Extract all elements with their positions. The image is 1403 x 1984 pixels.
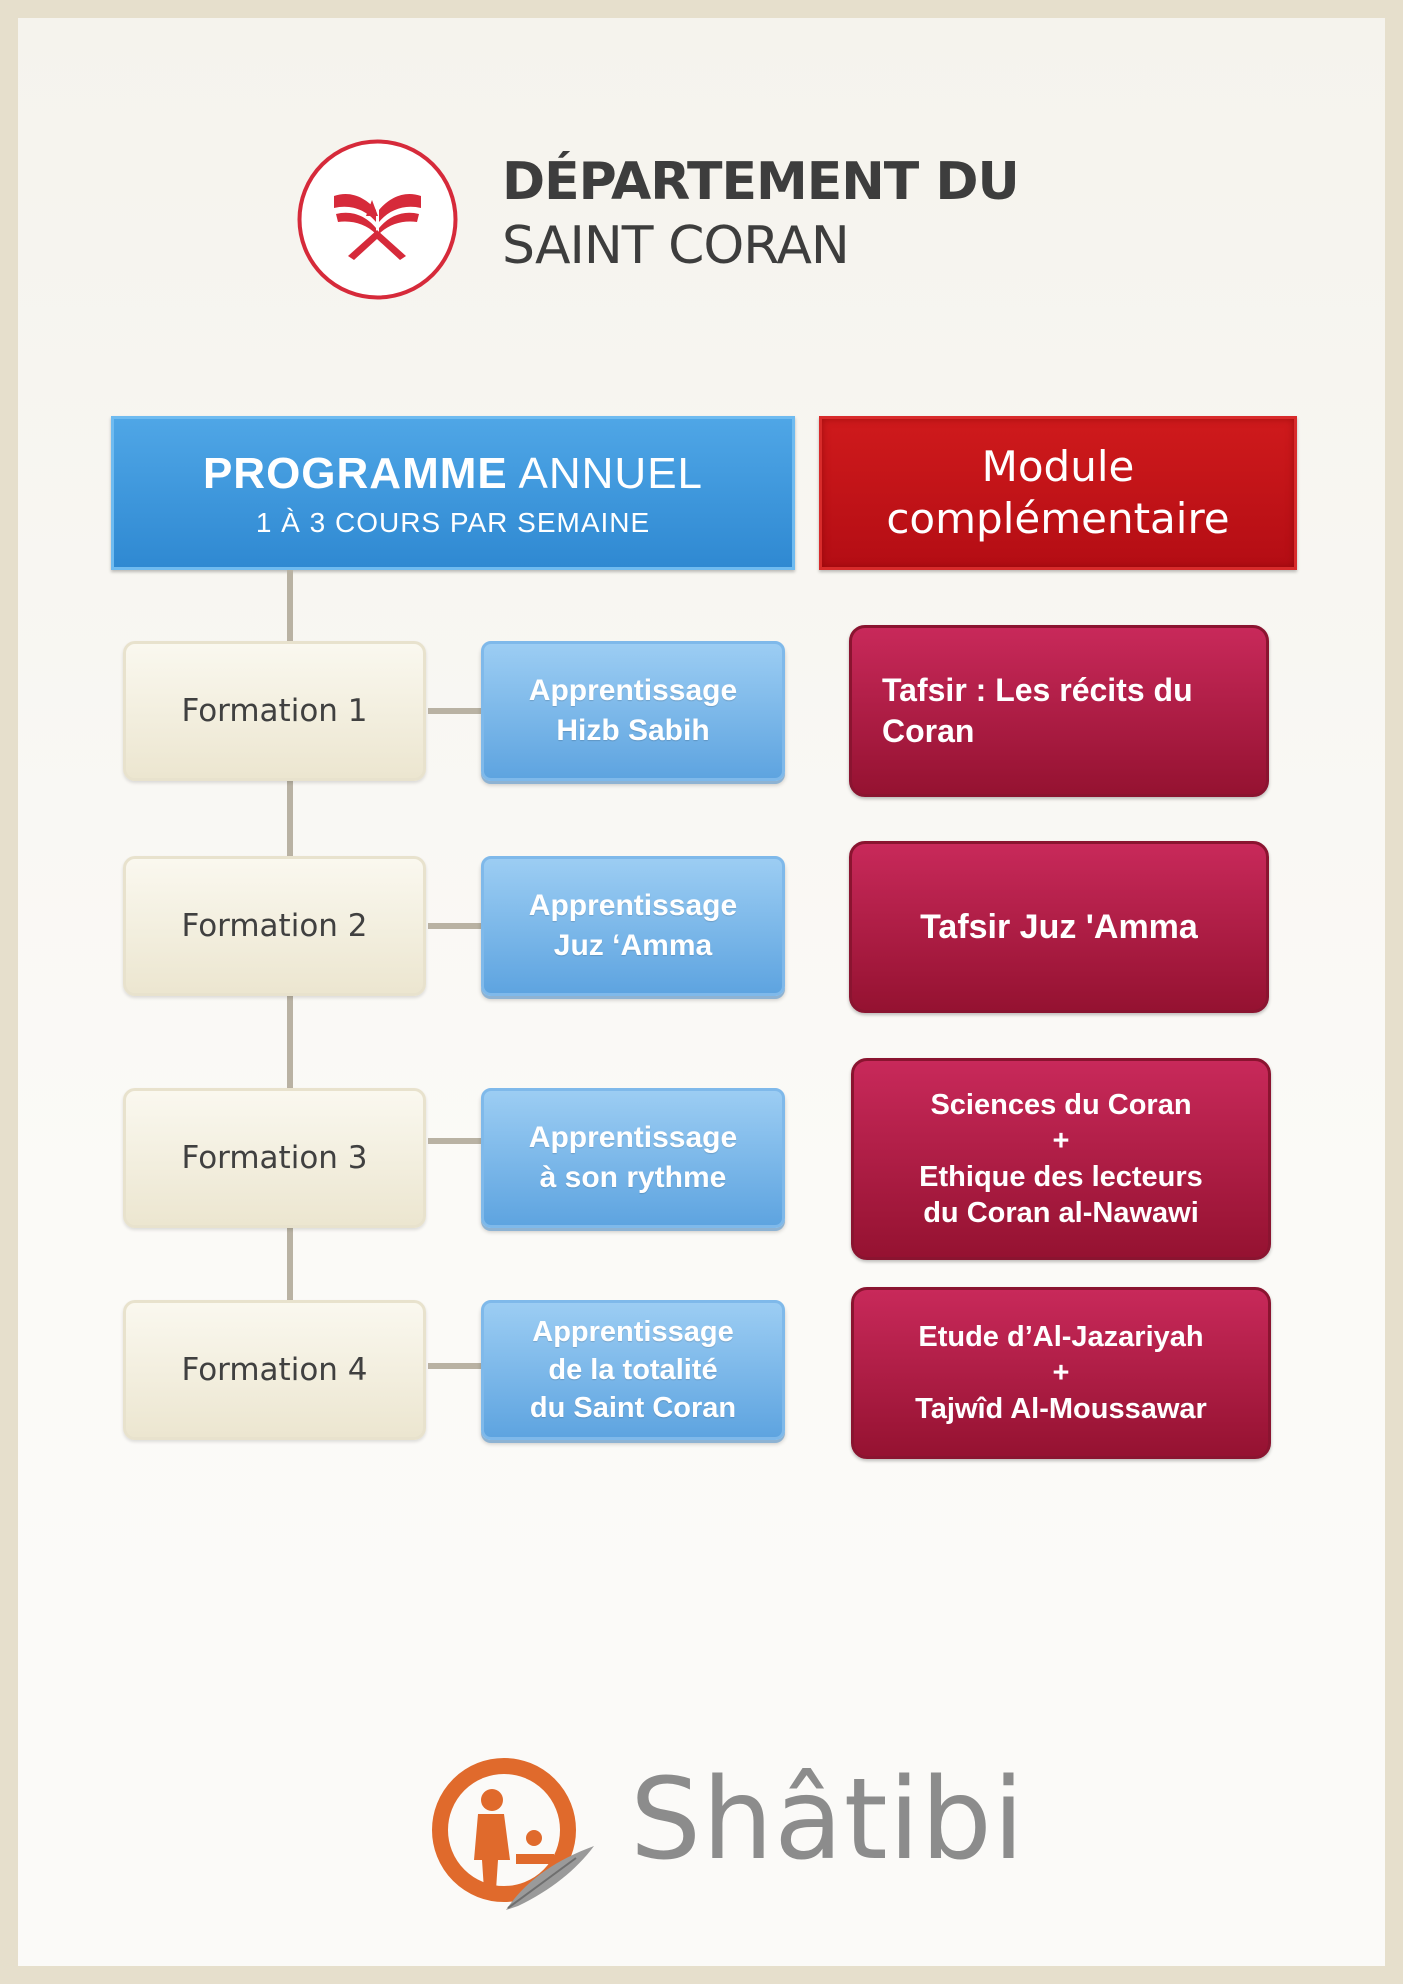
quran-book-icon bbox=[296, 138, 459, 301]
shatibi-logo-icon bbox=[426, 1750, 606, 1920]
programme-title-light: ANNUEL bbox=[518, 449, 704, 498]
page-title: DÉPARTEMENT DU SAINT CORAN bbox=[502, 150, 1122, 278]
learning-1-box: Apprentissage Hizb Sabih bbox=[481, 641, 785, 781]
title-line-2: SAINT CORAN bbox=[502, 216, 850, 276]
formation-4-box: Formation 4 bbox=[123, 1300, 426, 1440]
formation-3-box: Formation 3 bbox=[123, 1088, 426, 1228]
module-1-box: Tafsir : Les récits du Coran bbox=[849, 625, 1269, 797]
module-2-box: Tafsir Juz 'Amma bbox=[849, 841, 1269, 1013]
learning-3-box: Apprentissage à son rythme bbox=[481, 1088, 785, 1228]
module-header-title: Module complémentaire bbox=[886, 442, 1230, 543]
module-4-box: Etude d’Al-Jazariyah + Tajwîd Al-Moussaw… bbox=[851, 1287, 1271, 1459]
formation-1-box: Formation 1 bbox=[123, 641, 426, 781]
programme-title: PROGRAMME ANNUEL bbox=[114, 449, 792, 499]
shatibi-brand-text: Shâtibi bbox=[630, 1755, 1025, 1885]
connector-2 bbox=[428, 923, 482, 929]
module-complementaire-header: Module complémentaire bbox=[819, 416, 1297, 570]
programme-annuel-header: PROGRAMME ANNUEL 1 À 3 COURS PAR SEMAINE bbox=[111, 416, 795, 570]
programme-subtitle: 1 À 3 COURS PAR SEMAINE bbox=[255, 507, 651, 538]
programme-title-bold: PROGRAMME bbox=[202, 449, 508, 498]
learning-2-box: Apprentissage Juz ‘Amma bbox=[481, 856, 785, 996]
connector-3 bbox=[428, 1138, 482, 1144]
title-line-1: DÉPARTEMENT DU bbox=[502, 152, 1020, 212]
module-3-box: Sciences du Coran + Ethique des lecteurs… bbox=[851, 1058, 1271, 1260]
formation-2-box: Formation 2 bbox=[123, 856, 426, 996]
connector-4 bbox=[428, 1363, 482, 1369]
connector-1 bbox=[428, 708, 482, 714]
learning-4-box: Apprentissage de la totalité du Saint Co… bbox=[481, 1300, 785, 1440]
